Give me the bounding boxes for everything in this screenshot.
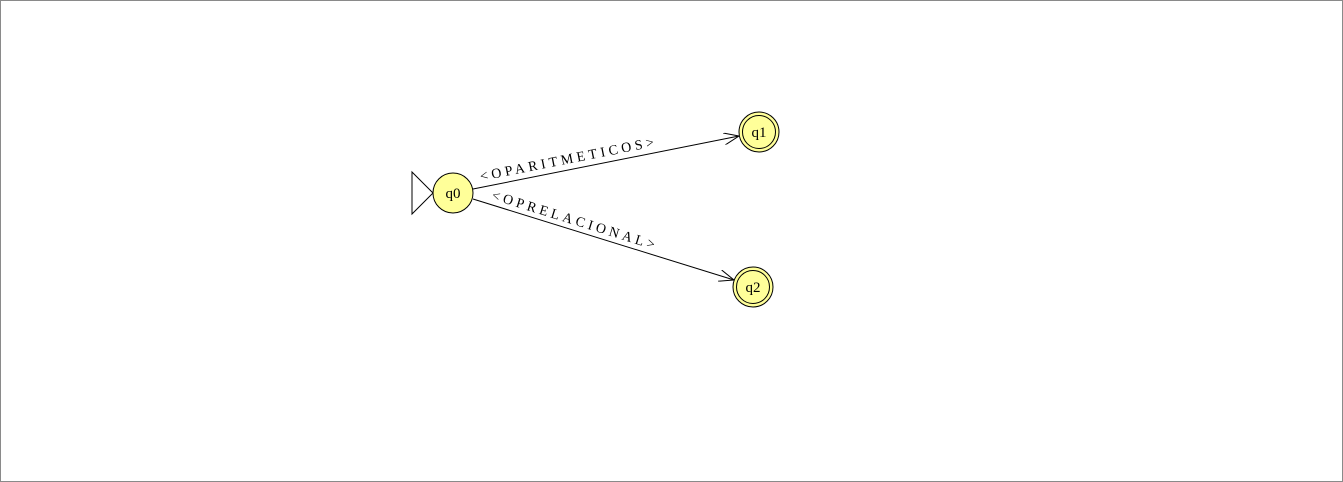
state-q2[interactable]: q2 <box>732 266 774 308</box>
transition-q0-q2-label: <OPRELACIONAL> <box>490 188 660 254</box>
state-q1[interactable]: q1 <box>738 111 780 153</box>
state-q1-inner-circle <box>742 115 776 149</box>
state-q0-label: q0 <box>446 186 461 202</box>
transition-q0-q2: <OPRELACIONAL> <box>472 188 734 280</box>
transition-q0-q1-label: <OPARITMETICOS> <box>479 135 659 185</box>
state-q0[interactable]: q0 <box>432 172 474 214</box>
transition-q0-q1: <OPARITMETICOS> <box>472 135 739 190</box>
state-q2-label: q2 <box>746 280 761 296</box>
state-q1-outer-circle <box>738 111 780 153</box>
transition-q0-q1-arrow <box>472 136 739 190</box>
state-q1-label: q1 <box>752 125 767 141</box>
state-q2-outer-circle <box>732 266 774 308</box>
state-q0-circle <box>432 172 474 214</box>
initial-state-marker <box>411 170 434 216</box>
state-q2-inner-circle <box>736 270 770 304</box>
transition-q0-q2-arrow <box>472 198 734 280</box>
